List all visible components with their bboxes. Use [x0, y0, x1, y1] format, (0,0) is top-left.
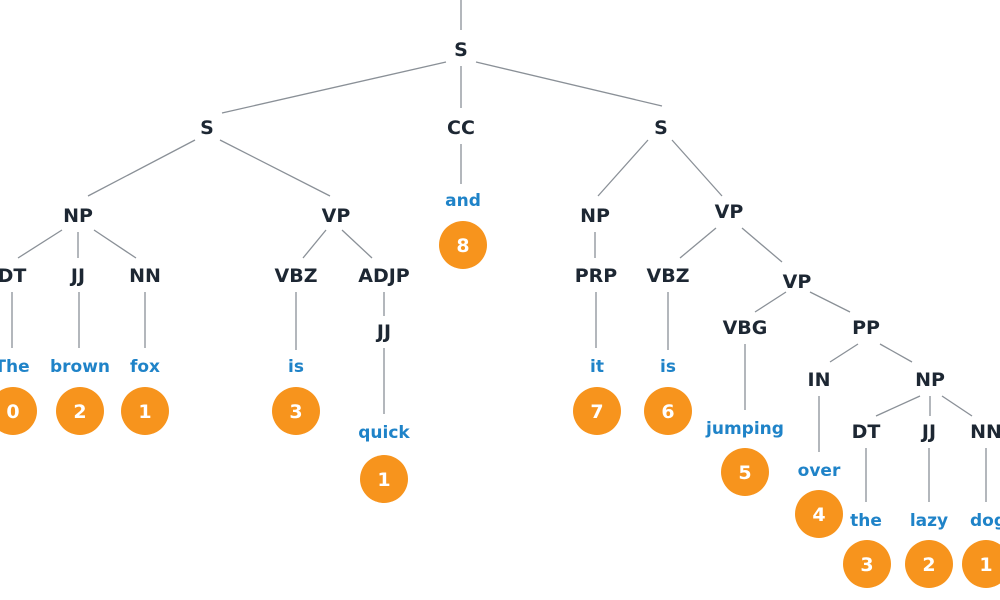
badges: 0 2 1 3 1 8 7 6 5 4 3 2 1 — [0, 221, 1000, 588]
node-pp: PP — [852, 317, 880, 339]
word-jumping: jumping — [705, 419, 784, 439]
svg-text:1: 1 — [138, 401, 151, 423]
word-quick: quick — [358, 423, 410, 443]
node-cc: CC — [447, 117, 475, 139]
word-labels: The brown fox is quick and it is jumping… — [0, 191, 1000, 531]
edge-vp-to-vbz — [302, 229, 327, 259]
node-adjp-jj: JJ — [375, 321, 391, 343]
edge-np-to-nn-right — [941, 395, 973, 417]
badge-and: 8 — [439, 221, 487, 269]
node-right-vp: VP — [715, 201, 744, 223]
svg-text:5: 5 — [738, 462, 751, 484]
node-nn: NN — [129, 265, 161, 287]
svg-text:6: 6 — [661, 401, 674, 423]
badge-lazy: 2 — [905, 540, 953, 588]
node-pp-np: NP — [915, 369, 945, 391]
badge-it: 7 — [573, 387, 621, 435]
edge-vp-to-pp — [809, 291, 851, 313]
badge-the: 0 — [0, 387, 37, 435]
svg-text:7: 7 — [590, 401, 603, 423]
node-jj-right: JJ — [920, 421, 936, 443]
node-right-np: NP — [580, 205, 610, 227]
svg-text:8: 8 — [456, 235, 469, 257]
word-the: The — [0, 357, 30, 377]
badge-is: 3 — [272, 387, 320, 435]
word-is: is — [288, 357, 304, 377]
node-vbz-right: VBZ — [647, 265, 690, 287]
edge-vp-to-adjp — [341, 229, 373, 259]
node-root-s: S — [454, 39, 468, 61]
node-dt-right: DT — [852, 421, 881, 443]
word-and: and — [445, 191, 481, 211]
tree-edges — [11, 0, 987, 502]
node-dt: DT — [0, 265, 26, 287]
node-right-s: S — [654, 117, 668, 139]
node-left-np: NP — [63, 205, 93, 227]
svg-text:4: 4 — [812, 504, 825, 526]
word-the-right: the — [850, 511, 882, 531]
node-left-s: S — [200, 117, 214, 139]
edge-np-to-dt — [17, 229, 63, 259]
badge-quick: 1 — [360, 455, 408, 503]
node-vbg: VBG — [723, 317, 768, 339]
node-inner-vp: VP — [783, 271, 812, 293]
word-is-right: is — [660, 357, 676, 377]
svg-text:3: 3 — [289, 401, 302, 423]
edge-np-to-nn — [93, 229, 137, 259]
badge-is-right: 6 — [644, 387, 692, 435]
edge-s-to-right-s — [475, 61, 663, 107]
word-brown: brown — [50, 357, 110, 377]
svg-text:2: 2 — [922, 554, 935, 576]
edge-left-s-to-vp — [219, 139, 331, 197]
svg-text:3: 3 — [860, 554, 873, 576]
edge-right-s-to-np — [597, 139, 649, 197]
node-left-vp: VP — [322, 205, 351, 227]
edge-vp-to-vp — [741, 227, 783, 263]
tag-labels: S S CC S NP VP NP VP DT JJ NN VBZ ADJP J… — [0, 39, 1000, 443]
word-fox: fox — [130, 357, 160, 377]
edge-vp-to-vbg — [754, 291, 787, 313]
node-in: IN — [808, 369, 831, 391]
badge-jumping: 5 — [721, 448, 769, 496]
node-nn-right: NN — [970, 421, 1000, 443]
svg-text:1: 1 — [377, 469, 390, 491]
word-dog: dog — [970, 511, 1000, 531]
edge-np-to-dt-right — [875, 395, 921, 417]
word-over: over — [798, 461, 841, 481]
node-jj: JJ — [69, 265, 85, 287]
badge-fox: 1 — [121, 387, 169, 435]
edge-pp-to-np — [879, 343, 913, 363]
edge-left-s-to-np — [87, 139, 196, 197]
badge-the-right: 3 — [843, 540, 891, 588]
node-prp: PRP — [575, 265, 618, 287]
node-vbz: VBZ — [275, 265, 318, 287]
edge-pp-to-in — [829, 343, 859, 363]
svg-text:2: 2 — [73, 401, 86, 423]
badge-over: 4 — [795, 490, 843, 538]
badge-dog: 1 — [962, 540, 1000, 588]
edge-s-to-left-s — [221, 61, 447, 114]
node-adjp: ADJP — [358, 265, 410, 287]
svg-text:1: 1 — [979, 554, 992, 576]
word-lazy: lazy — [910, 511, 948, 531]
word-it: it — [590, 357, 604, 377]
edge-vp-to-vbz-right — [679, 227, 717, 259]
badge-brown: 2 — [56, 387, 104, 435]
svg-text:0: 0 — [6, 401, 19, 423]
edge-right-s-to-vp — [671, 139, 723, 197]
